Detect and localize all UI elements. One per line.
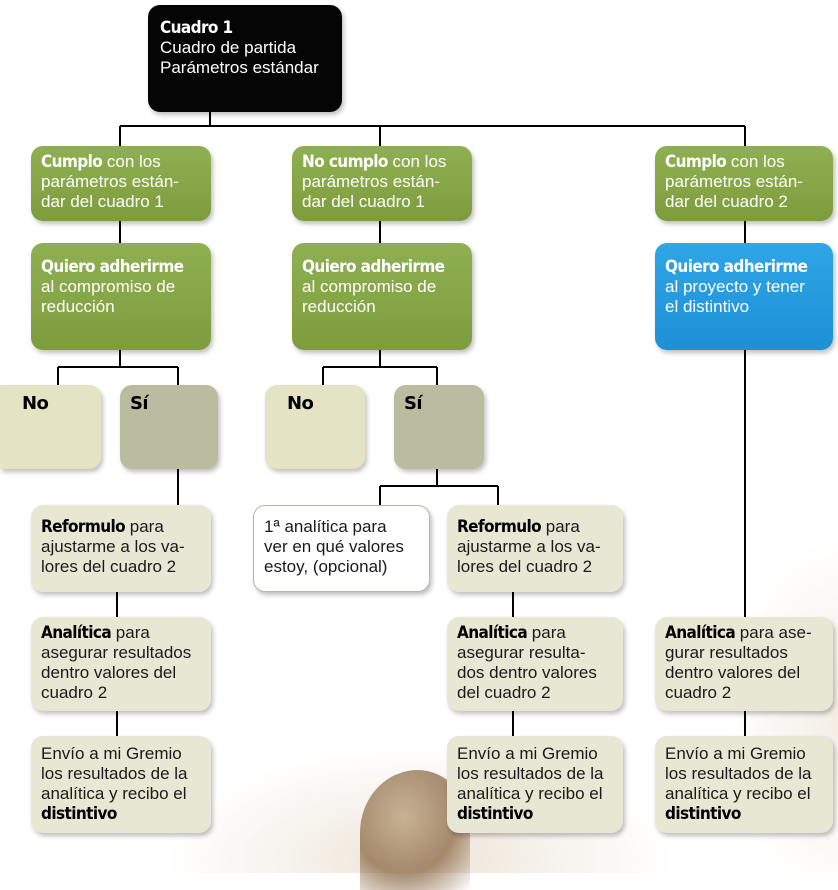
send-text: analítica y recibo el <box>665 784 811 803</box>
adhere-keyword: Quiero adherirme <box>41 257 184 277</box>
middle-si-label: Sí <box>404 393 423 414</box>
send-text: Envío a mi Gremio <box>665 744 806 763</box>
adhere-text: al proyecto y tener <box>665 277 805 296</box>
send-keyword: distintivo <box>457 804 533 824</box>
middle-reformulate-box: Reformulo para ajustarme a los va- lores… <box>447 505 623 592</box>
condition-keyword: Cumplo <box>41 152 103 172</box>
adhere-keyword: Quiero adherirme <box>302 257 445 277</box>
reformulate-text: ajustarme a los va- <box>457 537 601 556</box>
middle-si-box <box>394 385 484 469</box>
send-text: Envío a mi Gremio <box>457 744 598 763</box>
left-no-box <box>0 385 101 469</box>
left-si-label: Sí <box>130 393 149 414</box>
middle-condition-box: No cumplo con los parámetros están- dar … <box>292 146 472 221</box>
send-keyword: distintivo <box>665 804 741 824</box>
condition-text: dar del cuadro 2 <box>665 192 788 211</box>
right-condition-box: Cumplo con los parámetros están- dar del… <box>655 146 833 221</box>
send-text: los resultados de la <box>665 764 812 783</box>
optional-text: 1ª analítica para <box>264 517 387 536</box>
reformulate-text: lores del cuadro 2 <box>457 557 593 576</box>
start-title: Cuadro 1 <box>160 18 233 38</box>
send-text: los resultados de la <box>457 764 604 783</box>
analysis-text: para ase- <box>735 623 812 642</box>
analysis-text: del cuadro 2 <box>457 683 551 702</box>
analysis-keyword: Analítica <box>41 623 112 643</box>
middle-no-label: No <box>287 393 314 414</box>
condition-text: con los <box>387 152 447 171</box>
reformulate-text: para <box>541 517 580 536</box>
middle-analysis-box: Analítica para asegurar resulta- dos den… <box>447 617 623 711</box>
left-condition-box: Cumplo con los parámetros están- dar del… <box>31 146 211 221</box>
analysis-text: dentro valores del <box>665 663 801 682</box>
left-send-box: Envío a mi Gremio los resultados de la a… <box>31 736 211 833</box>
condition-text: parámetros están- <box>665 172 803 191</box>
condition-text: con los <box>726 152 785 171</box>
start-line: Cuadro de partida <box>160 38 297 57</box>
adhere-text: reducción <box>41 297 115 316</box>
middle-adhere-box: Quiero adherirme al compromiso de reducc… <box>292 243 472 350</box>
condition-text: parámetros están- <box>302 172 440 191</box>
middle-no-box <box>265 385 365 469</box>
left-analysis-box: Analítica para asegurar resultados dentr… <box>31 617 211 711</box>
condition-text: dar del cuadro 1 <box>302 192 425 211</box>
analysis-text: asegurar resultados <box>41 643 192 662</box>
condition-text: parámetros están- <box>41 172 179 191</box>
analysis-keyword: Analítica <box>665 623 736 643</box>
adhere-text: al compromiso de <box>41 277 176 296</box>
condition-keyword: Cumplo <box>665 152 727 172</box>
send-text: analítica y recibo el <box>41 784 187 803</box>
left-reformulate-box: Reformulo para ajustarme a los va- lores… <box>31 505 211 592</box>
adhere-text: al compromiso de <box>302 277 437 296</box>
optional-text: estoy, (opcional) <box>264 557 388 576</box>
reformulate-keyword: Reformulo <box>41 517 126 537</box>
middle-send-box: Envío a mi Gremio los resultados de la a… <box>447 736 623 833</box>
left-no-label: No <box>22 393 49 414</box>
condition-text: dar del cuadro 1 <box>41 192 164 211</box>
adhere-text: reducción <box>302 297 376 316</box>
left-adhere-box: Quiero adherirme al compromiso de reducc… <box>31 243 211 350</box>
adhere-text: el distintivo <box>665 297 750 316</box>
analysis-text: gurar resultados <box>665 643 788 662</box>
middle-optional-box: 1ª analítica para ver en qué valores est… <box>253 505 430 592</box>
reformulate-text: para <box>125 517 164 536</box>
left-si-box <box>120 385 218 469</box>
analysis-text: cuadro 2 <box>665 683 732 702</box>
analysis-text: para <box>111 623 150 642</box>
send-keyword: distintivo <box>41 804 117 824</box>
analysis-keyword: Analítica <box>457 623 528 643</box>
adhere-keyword: Quiero adherirme <box>665 257 808 277</box>
right-analysis-box: Analítica para ase- gurar resultados den… <box>655 617 833 711</box>
optional-text: ver en qué valores <box>264 537 404 556</box>
reformulate-text: lores del cuadro 2 <box>41 557 177 576</box>
send-text: los resultados de la <box>41 764 188 783</box>
condition-text: con los <box>102 152 161 171</box>
reformulate-text: ajustarme a los va- <box>41 537 185 556</box>
right-adhere-box: Quiero adherirme al proyecto y tener el … <box>655 243 833 350</box>
condition-keyword: No cumplo <box>302 152 388 172</box>
analysis-text: dentro valores del <box>41 663 177 682</box>
send-text: Envío a mi Gremio <box>41 744 182 763</box>
start-line: Parámetros estándar <box>160 58 319 77</box>
analysis-text: asegurar resulta- <box>457 643 586 662</box>
send-text: analítica y recibo el <box>457 784 603 803</box>
analysis-text: para <box>527 623 566 642</box>
analysis-text: cuadro 2 <box>41 683 108 702</box>
start-box: Cuadro 1 Cuadro de partida Parámetros es… <box>148 5 342 112</box>
reformulate-keyword: Reformulo <box>457 517 542 537</box>
analysis-text: dos dentro valores <box>457 663 597 682</box>
right-send-box: Envío a mi Gremio los resultados de la a… <box>655 736 833 833</box>
